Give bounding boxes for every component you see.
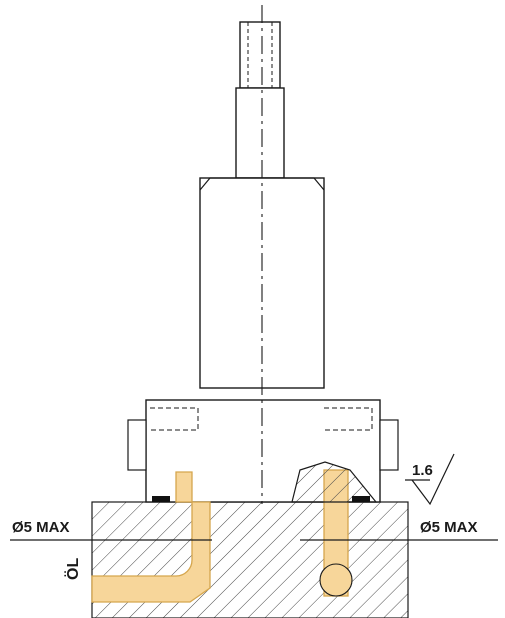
right-hidden-detail xyxy=(324,407,373,431)
left-lug xyxy=(127,419,147,471)
right-lug xyxy=(379,419,399,471)
roughness-symbol xyxy=(411,453,455,506)
right-oil-port xyxy=(319,563,353,597)
right-diameter-label: Ø5 MAX xyxy=(420,519,478,536)
right-seal xyxy=(352,496,370,502)
left-diameter-label: Ø5 MAX xyxy=(12,519,70,536)
left-hidden-detail xyxy=(150,407,199,431)
roughness-label: 1.6 xyxy=(412,462,433,479)
left-seal xyxy=(152,496,170,502)
left-oil-channel xyxy=(91,471,211,603)
stem xyxy=(235,87,285,179)
oil-label: ÖL xyxy=(63,558,82,580)
top-fitting xyxy=(239,21,281,89)
